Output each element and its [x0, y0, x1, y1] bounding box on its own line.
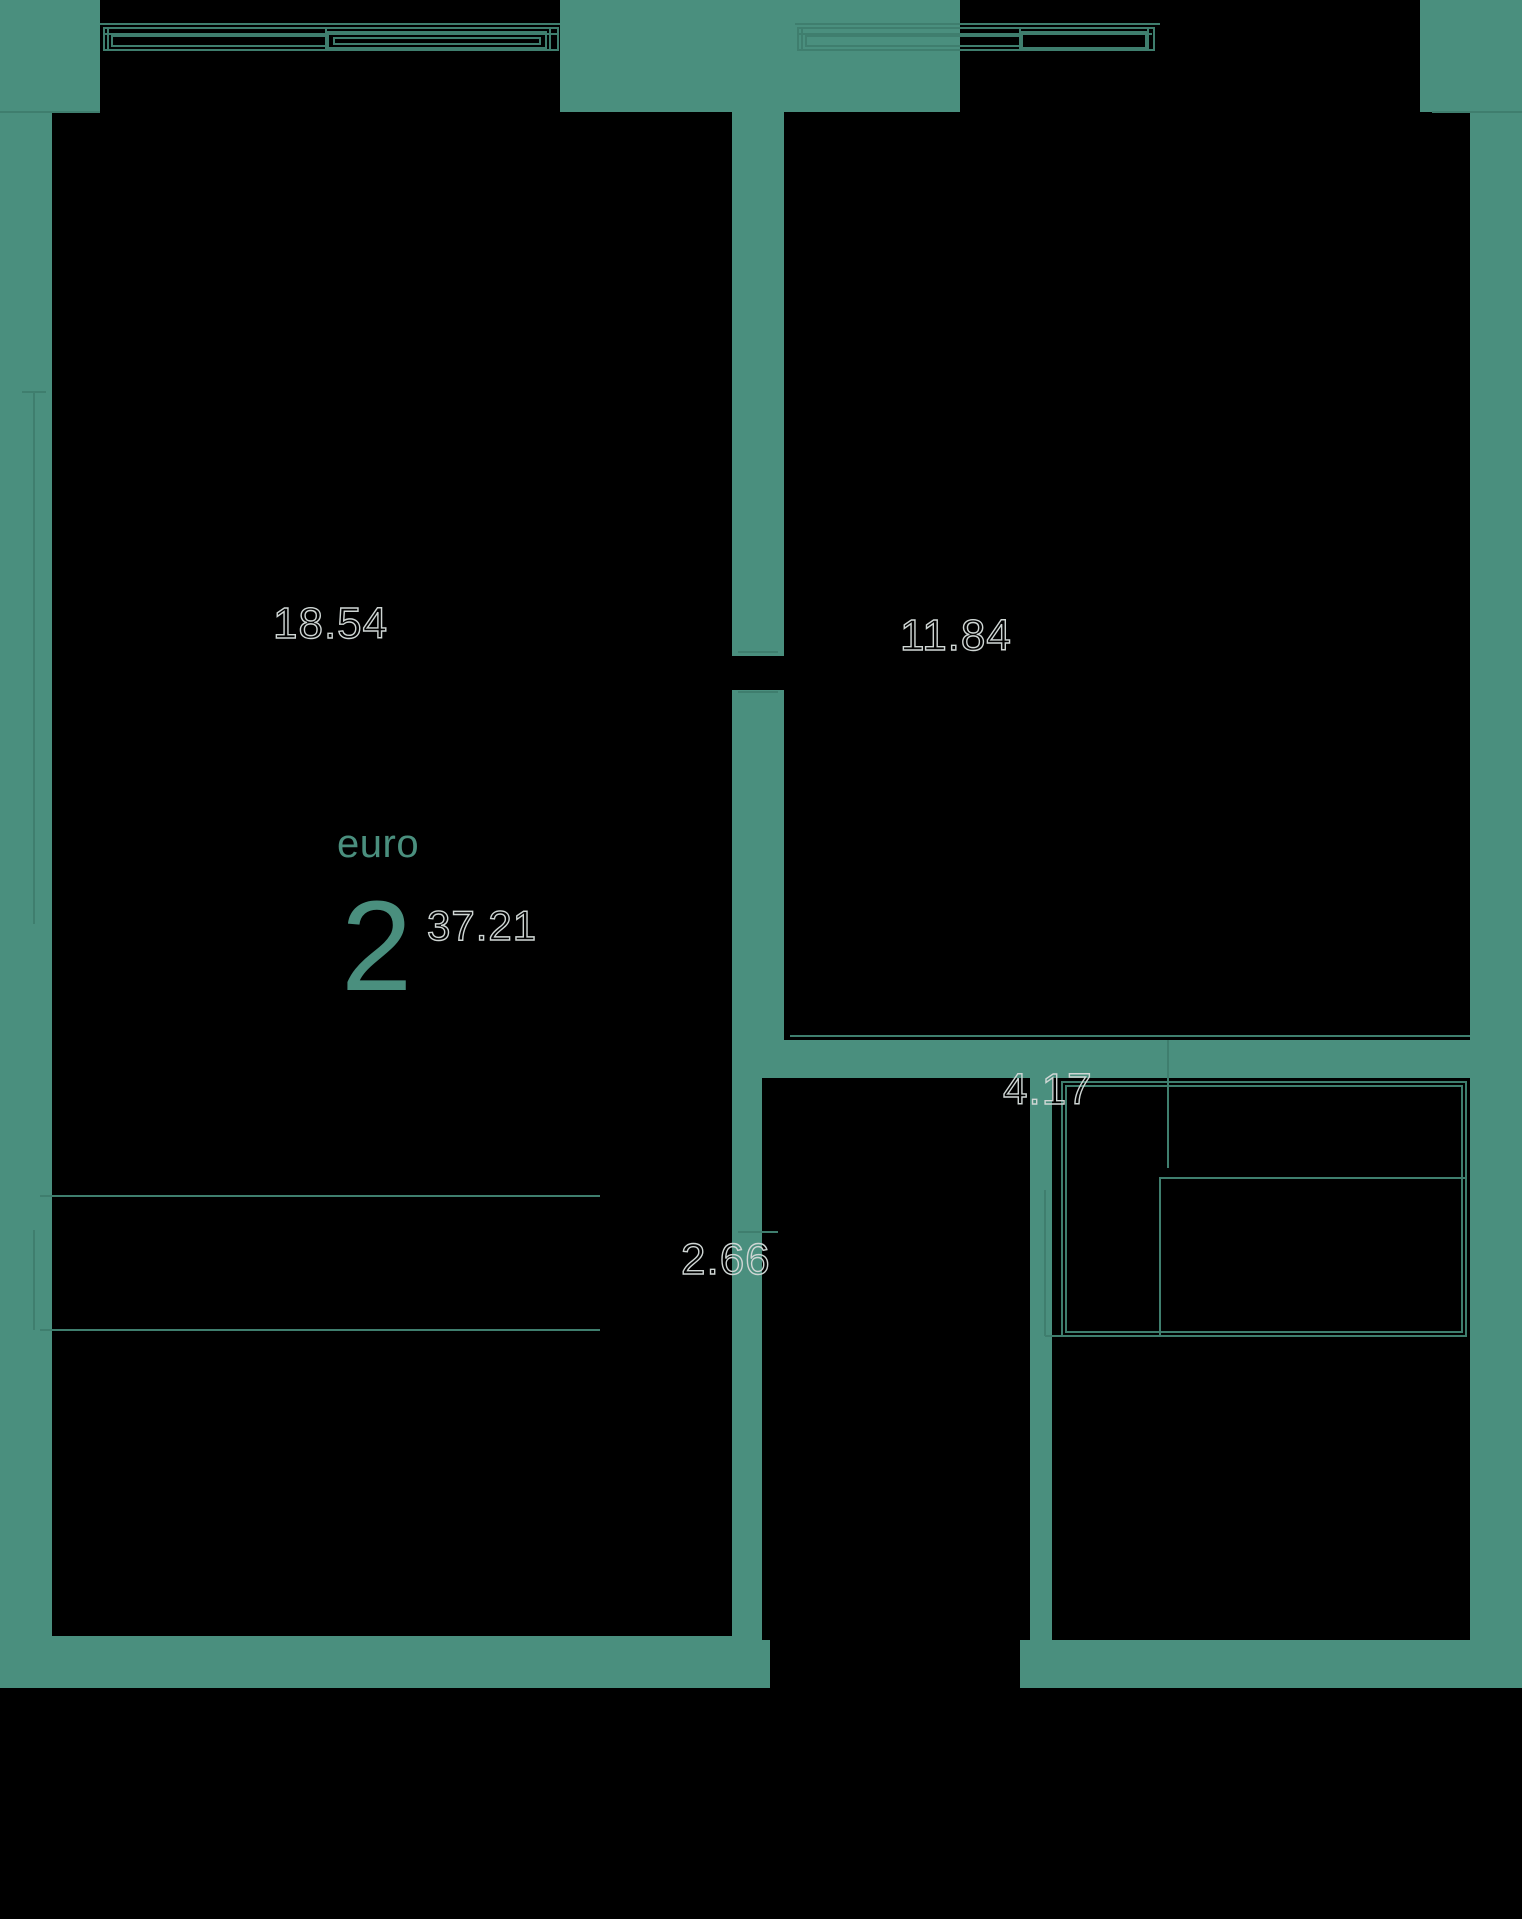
door-entry-opening [770, 1636, 1020, 1696]
room-living-kitchen [52, 112, 732, 1636]
window-left-sash-b [327, 31, 547, 49]
balcony-left-slab [100, 0, 560, 112]
brand-rooms-count: 2 [341, 875, 412, 1018]
window-right-sash-b [1021, 31, 1147, 49]
room-bathroom [1052, 1078, 1470, 1640]
wall-outer-right [1470, 0, 1522, 1688]
room-bedroom [784, 112, 1470, 1040]
brand-block: euro 2 37.21 [337, 822, 537, 1018]
bathroom-inner-outline-2 [1065, 1085, 1463, 1333]
area-label-hallway: 2.66 [681, 1235, 771, 1284]
window-left-sash-b-inner [333, 37, 541, 45]
brand-word: euro [337, 822, 419, 866]
area-below-plan [0, 1688, 1522, 1919]
room-hallway [762, 1078, 1030, 1640]
area-label-bedroom: 11.84 [900, 611, 1012, 660]
area-label-bathroom: 4.17 [1003, 1065, 1093, 1114]
balcony-right-slab [960, 0, 1420, 112]
window-left-frame-outer [103, 27, 559, 51]
wall-outer-bottom [0, 1636, 1522, 1688]
area-labels: 18.54 11.84 4.17 2.66 [272, 598, 1093, 1284]
area-label-living-kitchen: 18.54 [273, 599, 388, 648]
wall-central-jog [732, 96, 784, 466]
wall-outer-left [0, 0, 52, 1688]
brand-total-area: 37.21 [427, 902, 537, 949]
thin-linework [0, 23, 1522, 1337]
window-right-frame-outer [797, 27, 1155, 51]
